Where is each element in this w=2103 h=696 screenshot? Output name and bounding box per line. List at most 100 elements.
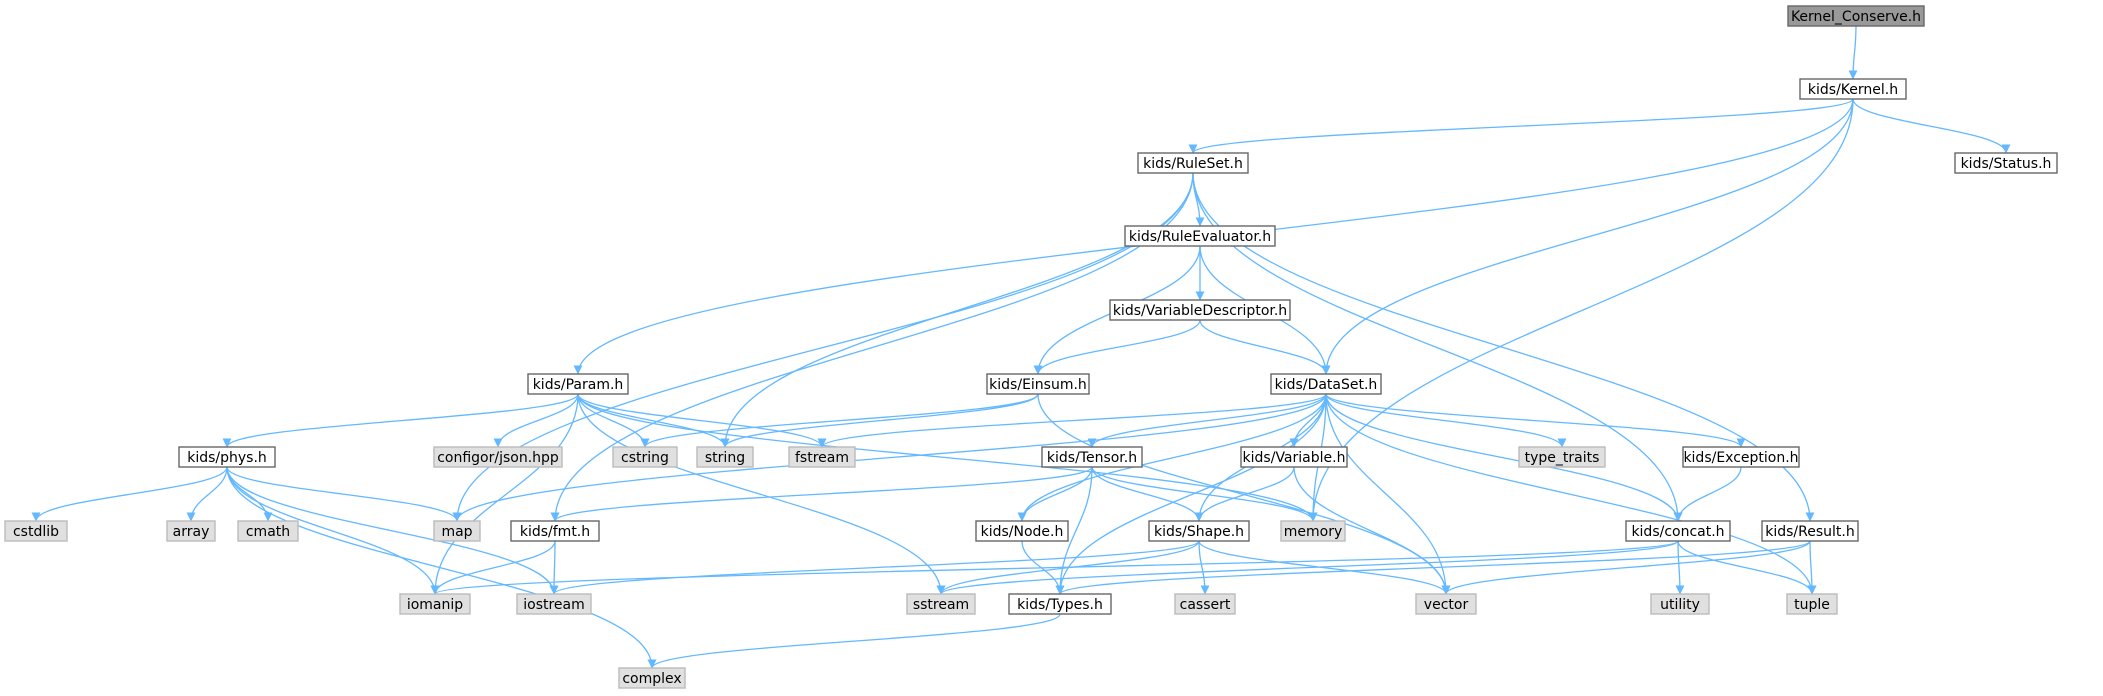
edge-dataset-to-fstream [817,393,1327,448]
node-label: kids/Exception.h [1683,450,1798,466]
nodes-layer: Kernel_Conserve.h kids/Kernel.h kids/RuleS… [4,5,2058,689]
node-status[interactable]: kids/Status.h [1954,152,2058,174]
node-result[interactable]: kids/Result.h [1761,520,1859,542]
edge-tensor-to-fmt [550,466,1093,522]
node-box [237,520,299,542]
edge-phys-to-cstdlib [31,466,228,522]
node-label: kids/concat.h [1631,524,1724,540]
edge-result-to-tuple [1807,540,1817,595]
edge-param-to-sstream [577,393,946,595]
edge-shape-to-iostream [549,540,1200,595]
node-vardesc[interactable]: kids/VariableDescriptor.h [1109,299,1291,321]
node-box [1174,593,1236,615]
node-box [4,520,68,542]
edge-variable-to-shape [1194,466,1295,522]
node-concat[interactable]: kids/concat.h [1625,520,1731,542]
edge-phys-to-complex [226,466,657,669]
node-label: kids/RuleSet.h [1143,156,1243,172]
node-cmath: cmath [237,520,299,542]
node-box [1415,593,1477,615]
node-dataset[interactable]: kids/DataSet.h [1270,373,1382,395]
edge-concat-to-utility [1675,540,1685,595]
node-label: vector [1424,597,1469,613]
node-label: fstream [795,450,849,466]
node-label: cstdlib [13,524,59,540]
node-vector: vector [1415,593,1477,615]
node-label: kids/Param.h [533,377,624,393]
node-label: map [441,524,472,540]
node-box [510,520,600,542]
node-box [906,593,976,615]
node-types[interactable]: kids/Types.h [1008,593,1112,615]
node-label: kids/phys.h [187,450,267,466]
node-type-traits: type_traits [1518,446,1606,468]
node-node[interactable]: kids/Node.h [975,520,1069,542]
node-phys[interactable]: kids/phys.h [178,446,276,468]
node-box [618,667,686,689]
node-fmt[interactable]: kids/fmt.h [510,520,600,542]
node-tuple: tuple [1786,593,1838,615]
node-box [1124,225,1276,247]
node-label: kids/VariableDescriptor.h [1113,303,1287,319]
node-label: kids/DataSet.h [1275,377,1378,393]
edge-dataset-to-tensor [1087,393,1327,448]
node-label: kids/Status.h [1961,156,2052,172]
edge-types-to-complex [647,613,1061,669]
edge-phys-to-cmath [226,466,273,522]
node-shape[interactable]: kids/Shape.h [1148,520,1250,542]
edge-dataset-to-types [1055,393,1327,595]
node-box [1954,152,2058,174]
edge-tensor-to-node [1017,466,1093,522]
node-kernel[interactable]: kids/Kernel.h [1799,78,1907,100]
node-exception[interactable]: kids/Exception.h [1682,446,1800,468]
node-box [433,520,481,542]
edge-kernel_conserve-to-kernel [1848,25,1858,80]
node-iostream: iostream [516,593,592,615]
node-ruleset[interactable]: kids/RuleSet.h [1137,152,1249,174]
node-kernel-conserve[interactable]: Kernel_Conserve.h [1787,5,1925,27]
edge-dataset-to-exception [1325,393,1746,448]
edge-param-to-configor [493,393,579,448]
node-box [788,446,856,468]
node-label: kids/fmt.h [520,524,590,540]
node-label: iomanip [407,597,463,613]
node-box [1148,520,1250,542]
edges-layer [31,25,2011,669]
node-utility: utility [1650,593,1710,615]
node-label: cmath [246,524,290,540]
node-complex: complex [618,667,686,689]
node-einsum[interactable]: kids/Einsum.h [986,373,1090,395]
edge-ruleset-to-string [720,172,1194,448]
edge-variable-to-vector [1293,466,1451,595]
edge-vardesc-to-dataset [1199,319,1331,375]
node-box [1008,593,1112,615]
node-fstream: fstream [788,446,856,468]
edge-param-to-iomanip [430,393,579,595]
edge-dataset-to-concat [1325,393,1683,522]
node-label: memory [1284,524,1343,540]
node-label: array [173,524,210,540]
node-box [516,593,592,615]
edge-phys-to-map [226,466,462,522]
edge-ruleset-to-result [1192,172,1815,522]
node-array: array [166,520,216,542]
node-box [1041,446,1143,468]
node-label: kids/RuleEvaluator.h [1129,229,1271,245]
node-box [433,446,563,468]
node-label: tuple [1794,597,1830,613]
node-box [1786,593,1838,615]
node-label: kids/Tensor.h [1047,450,1137,466]
node-box [1280,520,1346,542]
node-cstdlib: cstdlib [4,520,68,542]
node-variable[interactable]: kids/Variable.h [1240,446,1348,468]
node-ruleeval[interactable]: kids/RuleEvaluator.h [1124,225,1276,247]
node-cassert: cassert [1174,593,1236,615]
node-param[interactable]: kids/Param.h [527,373,629,395]
node-memory: memory [1280,520,1346,542]
node-tensor[interactable]: kids/Tensor.h [1041,446,1143,468]
node-label: cassert [1180,597,1231,613]
edge-exception-to-concat [1673,466,1742,522]
edge-dataset-to-variable [1289,393,1327,448]
node-box [527,373,629,395]
